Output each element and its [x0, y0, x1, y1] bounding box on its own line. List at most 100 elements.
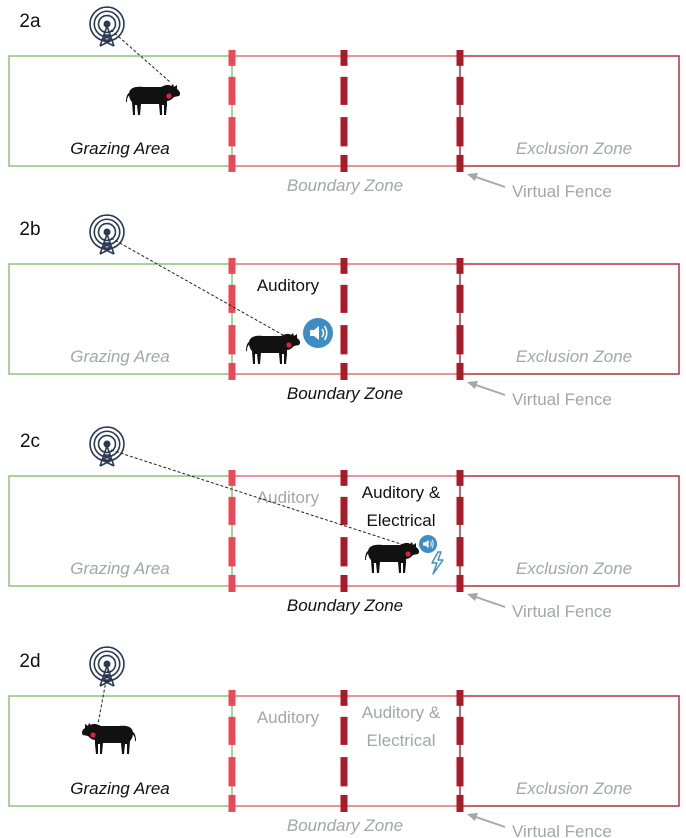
virtual-fence-arrowhead — [467, 813, 478, 821]
speaker-cone — [423, 539, 429, 549]
virtual-fence-line — [456, 258, 464, 380]
signal-line — [110, 449, 411, 548]
virtual-fence-label: Virtual Fence — [512, 602, 612, 621]
boundary-fence-line-segment — [228, 757, 236, 787]
grazing-area-label: Grazing Area — [70, 779, 170, 798]
grazing-area-box — [8, 263, 233, 375]
radio-tower — [89, 6, 125, 47]
cow — [126, 84, 181, 115]
radio-tower-icon — [89, 6, 125, 47]
grazing-area-box — [8, 475, 233, 587]
collar-tag — [286, 342, 292, 348]
grazing-area-box — [8, 55, 233, 167]
auditory-fence-line-segment — [340, 794, 348, 812]
exclusion-zone-box — [459, 263, 680, 375]
boundary-zone-label: Boundary Zone — [287, 596, 403, 615]
boundary-fence-line-segment — [228, 284, 236, 313]
boundary-zone-label: Boundary Zone — [287, 816, 403, 835]
radio-tower — [89, 426, 125, 467]
auditory-fence-line-segment — [340, 362, 348, 380]
radio-tower-icon — [89, 646, 125, 687]
boundary-zone-label: Boundary Zone — [287, 384, 403, 403]
auditory-fence-line-segment — [340, 284, 348, 313]
virtual-fence-line-segment — [456, 50, 464, 66]
radio-tower — [89, 646, 125, 687]
virtual-fence-line-segment — [456, 76, 464, 105]
cow — [81, 723, 136, 754]
exclusion-zone-label: Exclusion Zone — [516, 779, 632, 798]
auditory-fence-line-segment — [340, 258, 348, 274]
boundary-fence-line-segment — [228, 362, 236, 380]
virtual-fence-line-segment — [456, 258, 464, 274]
virtual-fence-line-segment — [456, 470, 464, 486]
virtual-fence-line — [456, 690, 464, 812]
boundary-fence-line-segment — [228, 325, 236, 355]
auditory-fence-line-segment — [340, 716, 348, 745]
sound-wave — [323, 325, 328, 341]
collar-tag — [405, 551, 411, 557]
speaker-cone — [310, 326, 319, 340]
cow — [365, 542, 420, 573]
virtual-fence-line-segment — [456, 154, 464, 172]
auditory-zone-label: Auditory — [257, 276, 320, 295]
exclusion-zone-box — [459, 695, 680, 807]
panel-label: 2d — [19, 651, 40, 672]
signal-line — [97, 669, 109, 725]
virtual-fence-line-segment — [456, 284, 464, 313]
boundary-zone-label: Boundary Zone — [287, 176, 403, 195]
auditory-electrical-zone-label-line2: Electrical — [367, 731, 436, 750]
auditory-electrical-zone-label-line1: Auditory & — [362, 483, 441, 502]
virtual-fence-arrowhead — [467, 173, 478, 181]
speaker-icon — [419, 535, 437, 553]
auditory-fence-line — [340, 50, 348, 172]
boundary-fence-line-segment — [228, 117, 236, 147]
virtual-fence-label: Virtual Fence — [512, 822, 612, 838]
virtual-fence-arrowhead — [467, 593, 478, 601]
boundary-fence-line-segment — [228, 537, 236, 567]
collar-tag — [90, 732, 96, 738]
virtual-fence-line-segment — [456, 574, 464, 592]
auditory-fence-line-segment — [340, 117, 348, 147]
auditory-fence-line-segment — [340, 537, 348, 567]
grazing-area-label: Grazing Area — [70, 347, 170, 366]
virtual-fence-line-segment — [456, 794, 464, 812]
virtual-fence-line-segment — [456, 537, 464, 567]
virtual-fence-line-segment — [456, 496, 464, 525]
exclusion-zone-label: Exclusion Zone — [516, 139, 632, 158]
grazing-area-label: Grazing Area — [70, 139, 170, 158]
boundary-fence-line-segment — [228, 76, 236, 105]
boundary-fence-line — [228, 690, 236, 812]
boundary-fence-line-segment — [228, 496, 236, 525]
virtual-fence-line-segment — [456, 757, 464, 787]
virtual-fence-line — [456, 50, 464, 172]
auditory-fence-line — [340, 258, 348, 380]
virtual-fence-line-segment — [456, 690, 464, 706]
auditory-fence-line — [340, 690, 348, 812]
cow-icon — [246, 333, 301, 364]
auditory-fence-line-segment — [340, 690, 348, 706]
boundary-fence-line-segment — [228, 470, 236, 486]
auditory-zone-label: Auditory — [257, 708, 320, 727]
boundary-fence-line — [228, 258, 236, 380]
cow-icon — [365, 542, 420, 573]
boundary-fence-line-segment — [228, 258, 236, 274]
radio-tower-icon — [89, 214, 125, 255]
auditory-fence-line-segment — [340, 496, 348, 525]
cow — [246, 333, 301, 364]
virtual-fence-line — [456, 470, 464, 592]
virtual-fence-line-segment — [456, 362, 464, 380]
radio-tower — [89, 214, 125, 255]
sound-wave — [321, 328, 325, 338]
virtual-fence-arrowhead — [467, 381, 478, 389]
panel-label: 2b — [19, 219, 40, 240]
virtual-fence-line-segment — [456, 117, 464, 147]
grazing-area-box — [8, 695, 233, 807]
boundary-fence-line — [228, 470, 236, 592]
boundary-fence-line-segment — [228, 716, 236, 745]
radio-tower-icon — [89, 426, 125, 467]
virtual-fence-label: Virtual Fence — [512, 390, 612, 409]
lightning-icon — [431, 551, 444, 575]
